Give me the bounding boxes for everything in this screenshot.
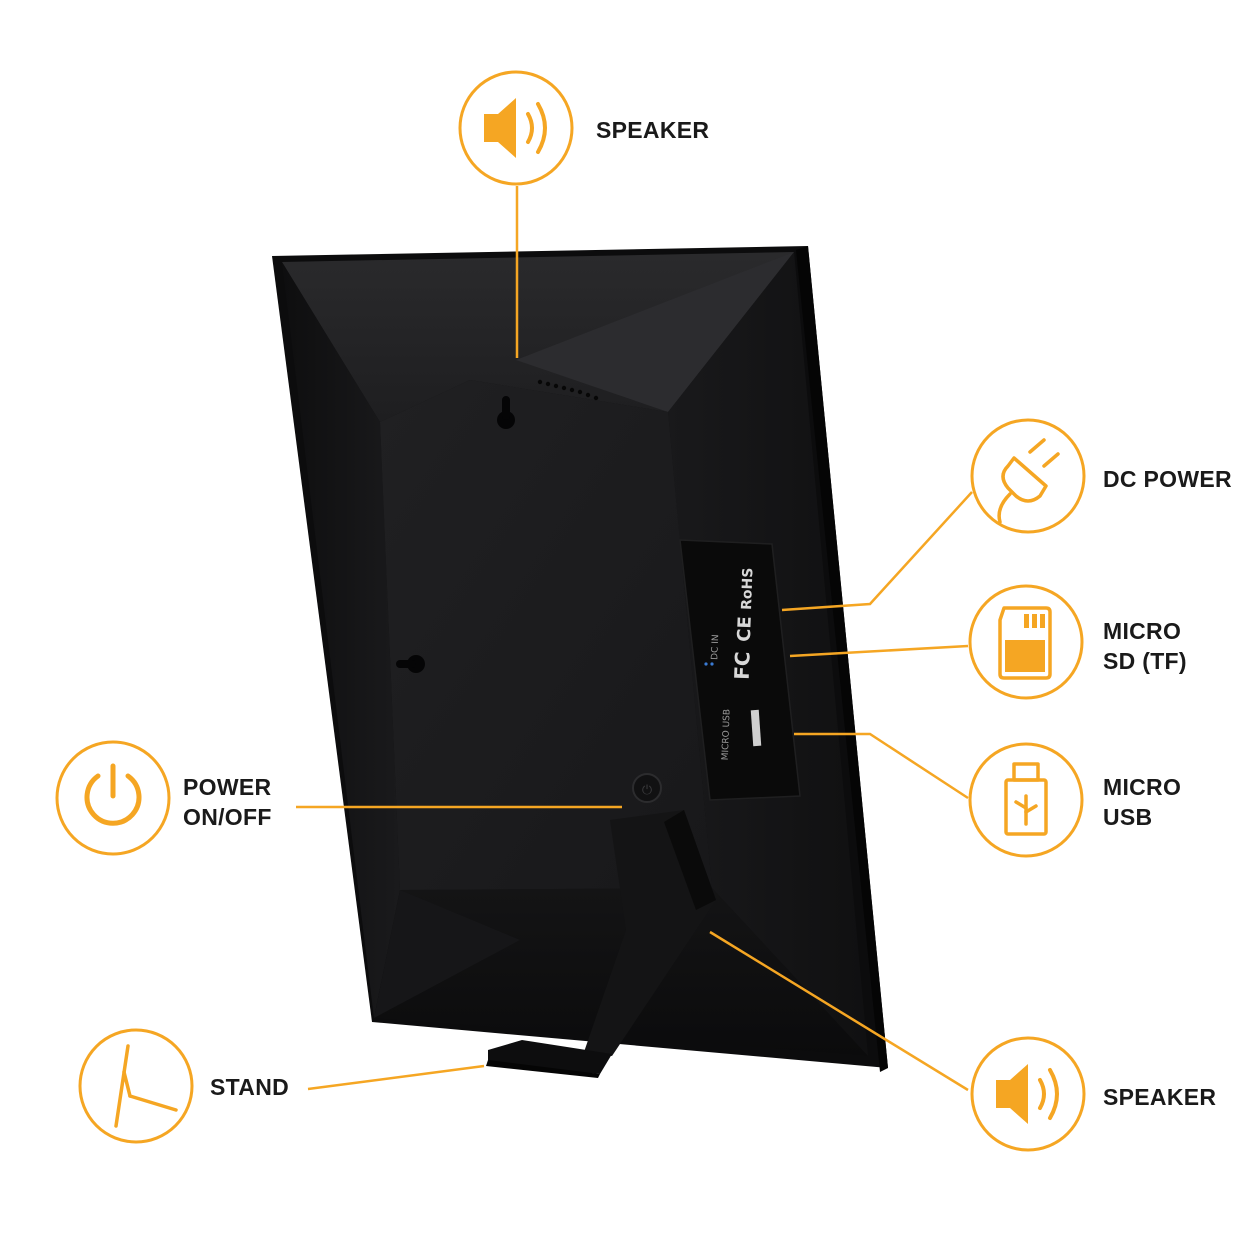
sd-card-icon bbox=[998, 606, 1052, 680]
badge-micro-sd bbox=[968, 584, 1084, 700]
frame-stand bbox=[486, 810, 716, 1078]
label-micro-usb-line-2: USB bbox=[1103, 804, 1153, 830]
speaker-icon bbox=[996, 1064, 1059, 1124]
panel-top-light bbox=[516, 252, 794, 412]
compliance-label: FC CE RoHS DC IN MICRO USB bbox=[679, 539, 801, 801]
badge-speaker-top bbox=[458, 70, 574, 186]
label-micro-usb: MICRO USB bbox=[1103, 772, 1181, 832]
label-micro-sd-line-1: MICRO bbox=[1103, 618, 1182, 644]
panel-center bbox=[380, 380, 712, 890]
power-icon bbox=[84, 763, 142, 826]
label-power: POWER ON/OFF bbox=[183, 772, 272, 832]
label-mark-ce: CE bbox=[734, 616, 756, 642]
svg-text:⏻: ⏻ bbox=[642, 783, 652, 798]
label-speaker-bottom: SPEAKER bbox=[1103, 1082, 1216, 1112]
leader-speaker-bottom bbox=[709, 930, 969, 1092]
leader-dc-power bbox=[781, 491, 973, 612]
label-mark-fc: FC bbox=[730, 651, 755, 680]
leader-stand bbox=[307, 1064, 485, 1091]
leader-lines bbox=[296, 186, 973, 1092]
label-micro-sd: MICRO SD (TF) bbox=[1103, 616, 1187, 676]
label-power-line-2: ON/OFF bbox=[183, 804, 272, 830]
label-power-line-1: POWER bbox=[183, 774, 272, 800]
label-mark-rohs: RoHS bbox=[739, 567, 756, 610]
speaker-icon bbox=[484, 98, 547, 158]
label-speaker-bottom-line-1: SPEAKER bbox=[1103, 1084, 1217, 1110]
label-stand: STAND bbox=[210, 1072, 289, 1102]
label-stand-line-1: STAND bbox=[210, 1074, 290, 1100]
panel-left bbox=[282, 262, 400, 1018]
leader-micro-usb bbox=[794, 732, 969, 800]
speaker-grille-top bbox=[537, 379, 599, 401]
frame-side-edge bbox=[796, 246, 888, 1072]
photo-frame-back: ⏻ FC CE RoHS DC IN MICRO USB bbox=[272, 246, 888, 1078]
label-dc-power-line-1: DC POWER bbox=[1103, 466, 1232, 492]
badge-power bbox=[55, 740, 171, 856]
stand-icon bbox=[114, 1044, 178, 1128]
icon-badges bbox=[55, 70, 1086, 1152]
badge-speaker-bottom bbox=[970, 1036, 1086, 1152]
label-port-dc: DC IN bbox=[710, 634, 721, 660]
keyhole-left bbox=[396, 655, 425, 673]
label-micro-sd-line-2: SD (TF) bbox=[1103, 648, 1187, 674]
label-speaker-top-line-1: SPEAKER bbox=[596, 117, 710, 143]
label-speaker-top: SPEAKER bbox=[596, 115, 709, 145]
label-port-usb: MICRO USB bbox=[721, 709, 733, 761]
badge-stand bbox=[78, 1028, 194, 1144]
badge-dc-power bbox=[970, 418, 1086, 534]
plug-icon bbox=[997, 438, 1060, 524]
badge-micro-usb bbox=[968, 742, 1084, 858]
leader-micro-sd bbox=[789, 644, 969, 658]
usb-icon bbox=[1004, 762, 1048, 836]
label-micro-usb-line-1: MICRO bbox=[1103, 774, 1182, 800]
panel-bottom-facet bbox=[374, 890, 520, 1018]
label-dc-power: DC POWER bbox=[1103, 464, 1232, 494]
keyhole-top bbox=[497, 396, 515, 429]
power-button: ⏻ bbox=[632, 773, 662, 803]
